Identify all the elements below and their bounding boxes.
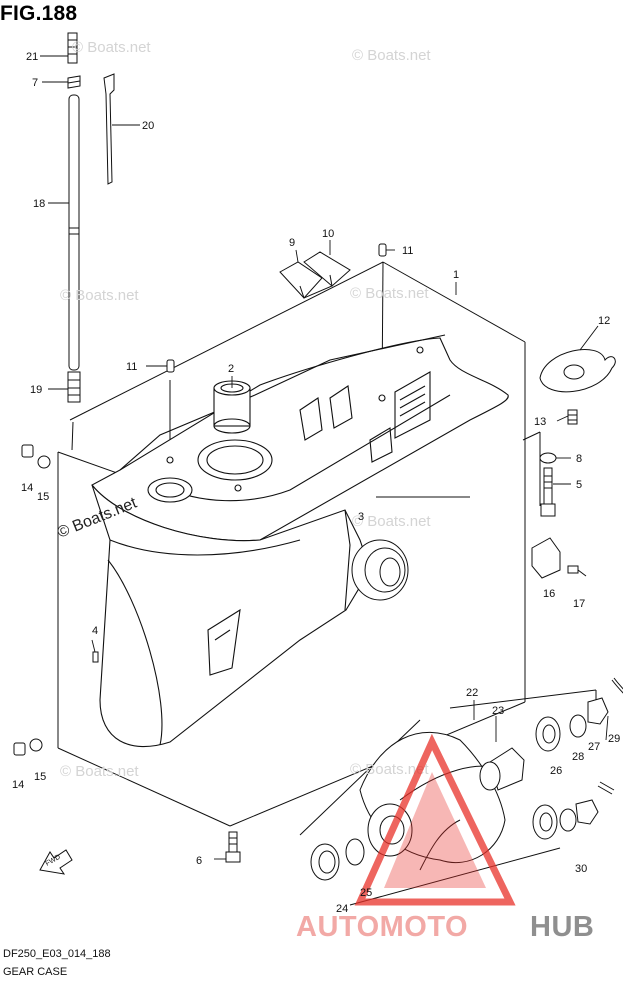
part-8-washer [539,452,557,464]
callout-15-upper: 15 [37,491,49,503]
callout-8: 8 [576,453,582,465]
assembly-guide-lines [57,261,597,906]
part-14-plug-lower [13,742,26,756]
callout-4: 4 [92,625,98,637]
part-4-pin [92,651,99,663]
callout-24: 24 [336,903,348,915]
part-25-ring [345,838,365,866]
figure-title: FIG.188 [0,2,78,25]
part-24-thrust-washer [310,843,340,881]
callout-6: 6 [196,855,202,867]
part-30-kit [532,781,615,840]
part-16-block [531,537,561,579]
callout-17: 17 [573,598,585,610]
automotohub-logo: AUTOMOTO HUB [296,733,594,943]
callout-2: 2 [228,363,234,375]
callout-15-lower: 15 [34,771,46,783]
part-11-pin-top [378,243,387,257]
part-27-nut [587,697,609,725]
callout-18: 18 [33,198,45,210]
part-6-bolt [225,831,241,863]
callout-7: 7 [32,77,38,89]
callout-13: 13 [534,416,546,428]
logo-text-automoto: AUTOMOTO [296,911,468,943]
callout-23: 23 [492,705,504,717]
fwd-arrow-icon [39,849,73,875]
part-28-ring [569,714,587,738]
callout-30: 30 [575,863,587,875]
watermark: © Boats.net [350,285,429,302]
callout-11-top: 11 [402,245,413,257]
callout-1: 1 [453,269,459,281]
part-3-bearing [351,539,409,601]
figure-code: DF250_E03_014_188 [3,948,111,960]
watermark: © Boats.net [352,513,431,530]
callout-22: 22 [466,687,478,699]
callout-14-upper: 14 [21,482,33,494]
watermark: © Boats.net [350,761,429,778]
part-20-strap [103,73,115,185]
part-15-washer-upper [37,455,51,469]
part-5-bolt [540,467,556,517]
callout-21: 21 [26,51,38,63]
part-17-screw [567,565,587,577]
part-19-fitting [67,371,81,403]
callout-numbers: 21 7 20 18 19 9 10 11 1 11 2 12 13 8 5 3… [12,51,620,915]
callout-27: 27 [588,741,600,753]
part-23-spacer [479,747,525,791]
part-15-washer-lower [29,738,43,752]
callout-5: 5 [576,479,582,491]
callout-3: 3 [358,511,364,523]
callout-12: 12 [598,315,610,327]
part-29-cotter-pin [611,677,623,694]
part-11-pin-left [166,359,175,373]
watermark: © Boats.net [60,287,139,304]
part-18-tube [68,94,80,371]
callout-26: 26 [550,765,562,777]
callout-9: 9 [289,237,295,249]
part-12-plate [539,349,616,393]
callout-28: 28 [572,751,584,763]
watermark: © Boats.net [60,763,139,780]
callout-16: 16 [543,588,555,600]
part-14-plug-upper [21,444,34,458]
callout-11-left: 11 [126,361,137,373]
callout-14-lower: 14 [12,779,24,791]
figure-caption: GEAR CASE [3,966,68,978]
callout-10: 10 [322,228,334,240]
watermark: © Boats.net [352,47,431,64]
callout-29: 29 [608,733,620,745]
part-9-10-plates [279,251,351,299]
part-21-nipple [67,32,78,64]
part-13-bolt [567,409,578,425]
part-7-clip [67,75,81,89]
part-26-washer [535,716,561,752]
watermark: © Boats.net [72,39,151,56]
callout-20: 20 [142,120,154,132]
logo-text-hub: HUB [530,911,594,943]
callout-leaders [40,55,609,860]
callout-19: 19 [30,384,42,396]
callout-25: 25 [360,887,372,899]
part-1-lower-body [91,484,371,747]
